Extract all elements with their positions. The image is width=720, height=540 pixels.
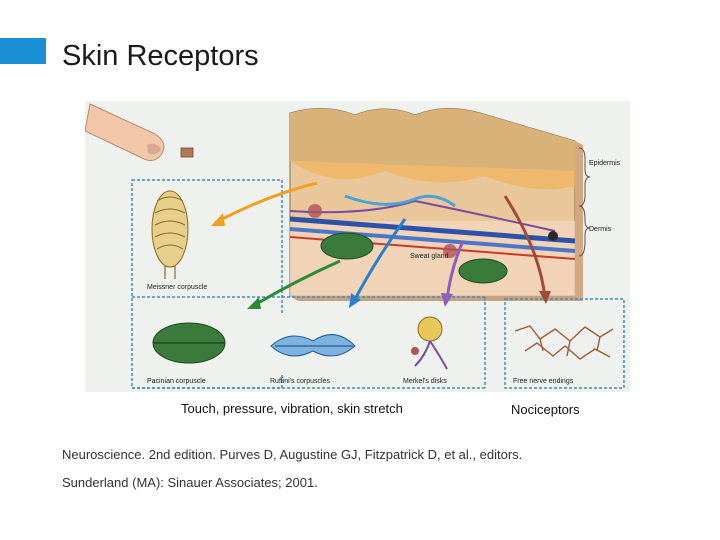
inset-arrows	[211, 181, 551, 309]
sweat-gland-label: Sweat gland	[410, 253, 449, 260]
nociceptor-caption: Nociceptors	[511, 402, 580, 417]
layer-labels: Epidermis Dermis Sweat gland	[410, 147, 621, 260]
epidermis-label: Epidermis	[589, 160, 621, 167]
dermis-label: Dermis	[589, 226, 612, 233]
citation-text: Neuroscience. 2nd edition. Purves D, Aug…	[62, 447, 523, 490]
merkel-label: Merkel's disks	[403, 378, 447, 385]
merkel-inset: Merkel's disks	[387, 313, 479, 385]
free-nerve-inset: Free nerve endings	[510, 313, 618, 385]
slide-title: Skin Receptors	[62, 40, 259, 72]
mechanoreceptor-caption: Touch, pressure, vibration, skin stretch	[181, 401, 403, 416]
skin-receptors-figure: Epidermis Dermis Sweat gland Meissner co…	[85, 101, 630, 392]
meissner-label: Meissner corpuscle	[147, 284, 207, 291]
nociceptor-dashed-box	[504, 298, 625, 389]
pacinian-inset: Pacinian corpuscle	[147, 313, 235, 385]
pacinian-label: Pacinian corpuscle	[147, 378, 206, 385]
ruffini-label: Ruffini's corpuscles	[270, 378, 330, 385]
skin-cross-section	[289, 107, 583, 301]
free-nerve-label: Free nerve endings	[513, 378, 574, 385]
meissner-inset: Meissner corpuscle	[140, 186, 270, 291]
ruffini-inset: Ruffini's corpuscles	[267, 313, 359, 385]
skin-diagram: Epidermis Dermis Sweat gland Meissner co…	[85, 103, 625, 389]
title-accent-bar	[0, 38, 46, 64]
finger-illustration	[85, 103, 194, 161]
